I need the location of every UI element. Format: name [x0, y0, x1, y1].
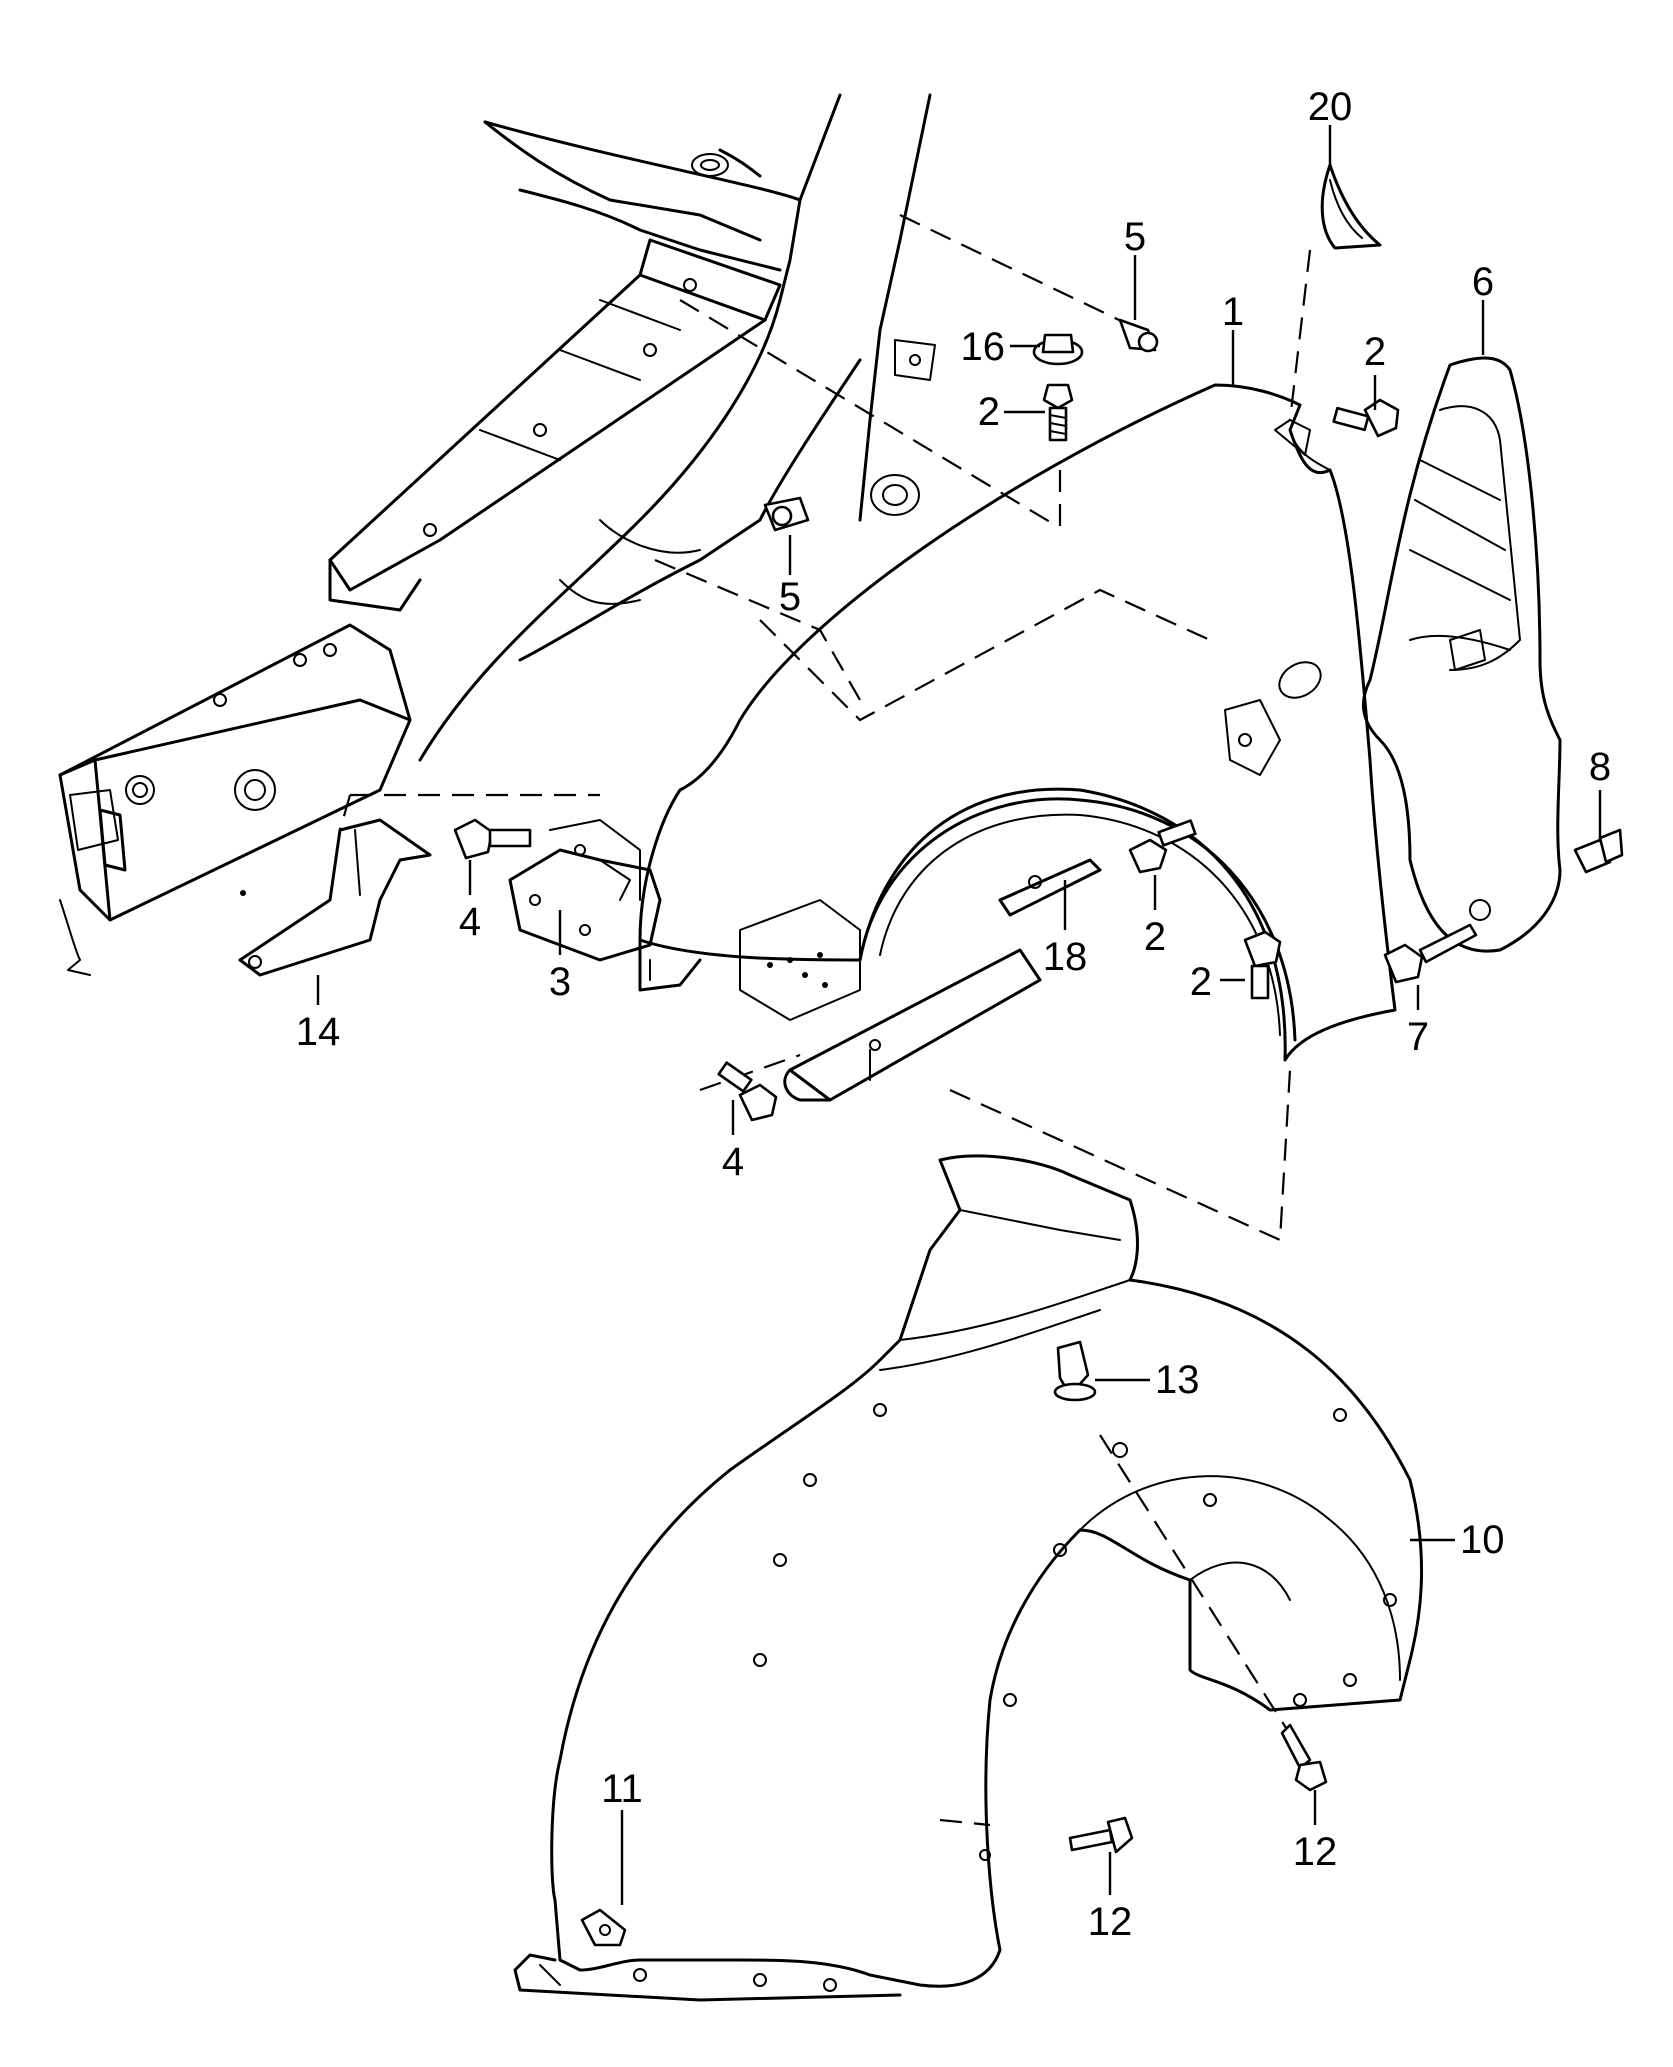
callout-14: 14 — [296, 1010, 341, 1054]
assembly-dashed-lines — [338, 214, 1312, 1827]
callout-4-lower: 4 — [722, 1140, 744, 1184]
callout-2-lower: 2 — [1190, 960, 1212, 1004]
callout-13: 13 — [1155, 1358, 1200, 1402]
nut-16 — [1032, 333, 1084, 366]
callout-7: 7 — [1407, 1015, 1429, 1059]
screw-12-lower — [1068, 1816, 1134, 1854]
callout-12-right: 12 — [1293, 1830, 1338, 1874]
body-structure — [58, 93, 936, 976]
strip-18 — [998, 858, 1102, 917]
callout-labels: 20 6 5 1 16 2 2 5 8 4 3 18 2 2 7 14 4 13… — [296, 85, 1611, 1944]
bolt-4-lower — [717, 1061, 778, 1122]
callout-11: 11 — [601, 1767, 643, 1811]
clip-11 — [580, 1908, 627, 1947]
callout-1: 1 — [1222, 290, 1244, 334]
panel-6 — [1361, 356, 1562, 953]
leader-lines — [316, 125, 1602, 1905]
bolt-2-lower — [1243, 930, 1282, 1000]
clip-5-top — [1118, 318, 1159, 353]
bolt-2-mid — [1128, 819, 1197, 874]
callout-8: 8 — [1589, 745, 1611, 789]
callout-2-top-right: 2 — [1364, 330, 1386, 374]
trim-20 — [1320, 163, 1382, 250]
clip-8 — [1573, 828, 1624, 874]
screw-12-right — [1280, 1723, 1328, 1792]
screw-13 — [1053, 1340, 1097, 1402]
callout-5-mid: 5 — [779, 575, 801, 619]
fasteners — [453, 318, 1624, 1947]
callout-18: 18 — [1043, 935, 1088, 979]
callout-12-lower: 12 — [1088, 1900, 1133, 1944]
callout-20: 20 — [1308, 85, 1353, 129]
wheel-housing-liner — [513, 1154, 1424, 2002]
callout-6: 6 — [1472, 260, 1494, 304]
sill-member — [783, 948, 1042, 1102]
callout-2-mid: 2 — [1144, 915, 1166, 959]
bracket-3 — [508, 819, 662, 962]
callout-2-top: 2 — [978, 390, 1000, 434]
bolt-4-upper — [453, 818, 532, 860]
callout-4-upper: 4 — [459, 900, 481, 944]
callout-3: 3 — [549, 960, 571, 1004]
callout-5-top: 5 — [1124, 215, 1146, 259]
clip-5-mid — [763, 496, 810, 532]
callout-16: 16 — [961, 325, 1006, 369]
bolt-2-right-top — [1332, 398, 1400, 438]
fender-panel — [638, 383, 1397, 1062]
bracket-14 — [238, 818, 432, 977]
bolt-2-top — [1042, 383, 1074, 442]
callout-10: 10 — [1460, 1518, 1505, 1562]
screw-7 — [1383, 923, 1478, 984]
